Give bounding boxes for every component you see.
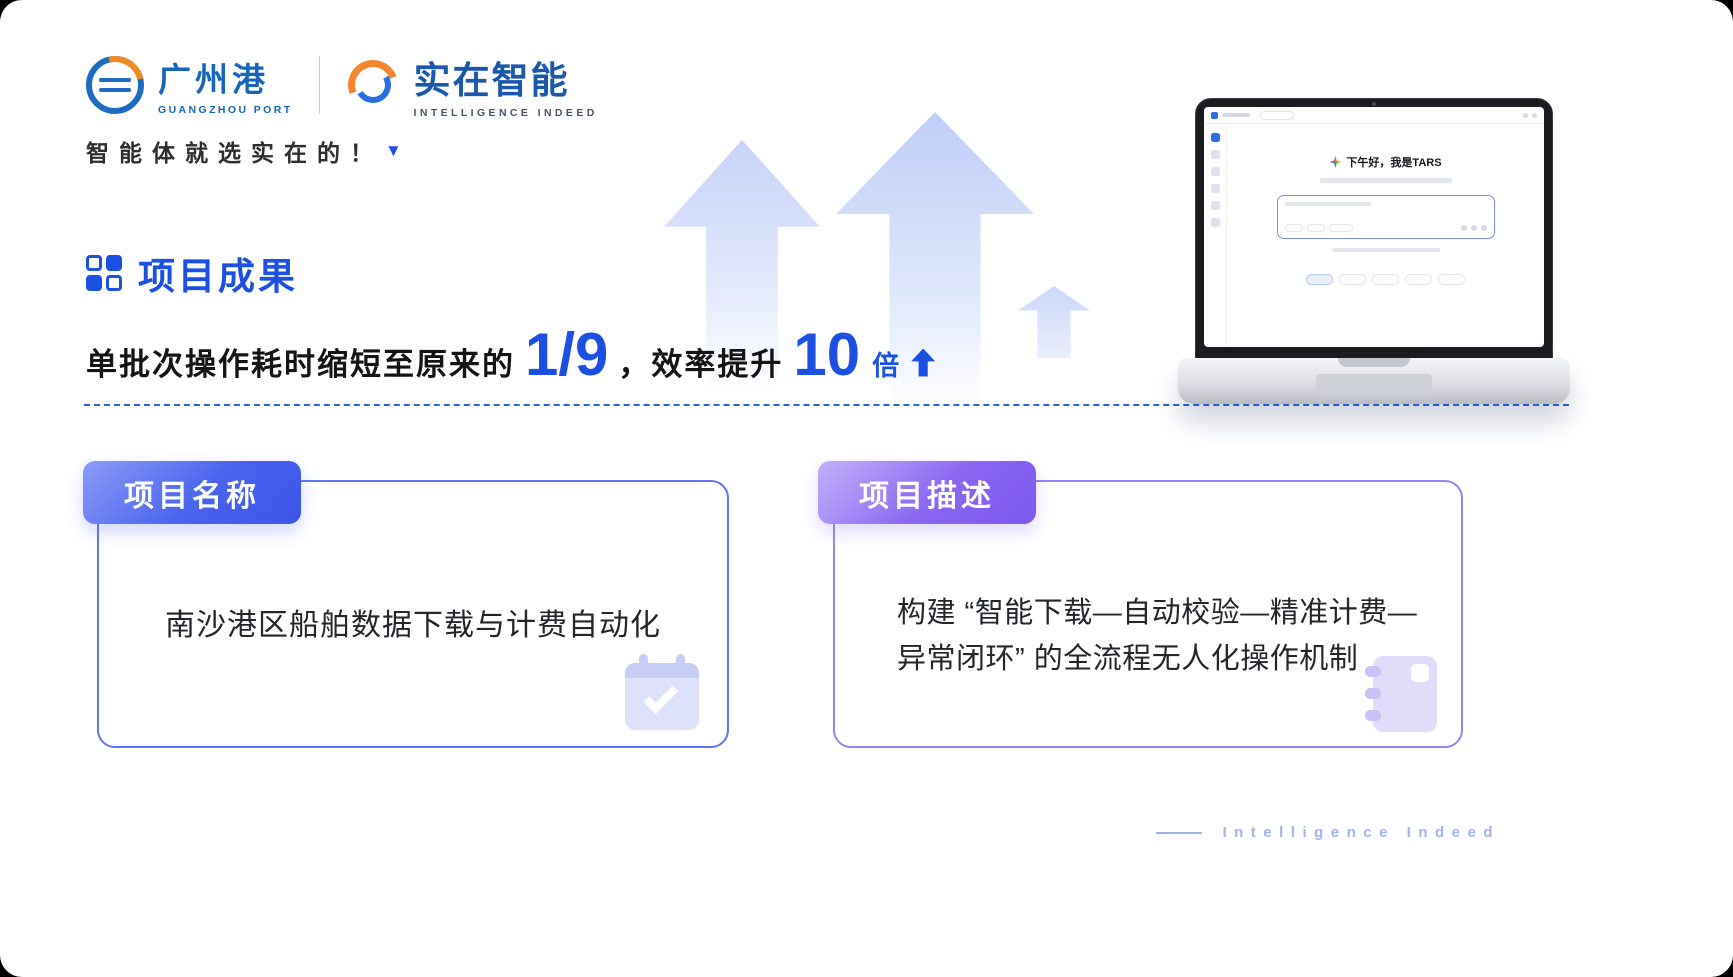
screen-topbar-actions: [1523, 112, 1537, 118]
screen-chip: [1372, 274, 1399, 285]
screen-main-area: 下午好，我是TARS: [1227, 124, 1544, 347]
project-name-card: 南沙港区船舶数据下载与计费自动化: [97, 480, 729, 748]
footer-brand: Intelligence Indeed: [1156, 824, 1500, 841]
headline-unit: 倍: [872, 351, 900, 381]
screen-greeting: 下午好，我是TARS: [1329, 154, 1442, 170]
screen-input-chip: [1284, 224, 1303, 232]
project-name-badge: 项目名称: [83, 461, 301, 524]
triangle-down-icon: ▼: [385, 141, 402, 160]
screen-input-icon: [1480, 225, 1487, 231]
screen-sidebar-icon: [1210, 184, 1220, 193]
screen-input-chip: [1306, 224, 1325, 232]
screen-suggestion-chips: [1306, 274, 1465, 285]
screen-topbar-pill: [1260, 110, 1294, 120]
section-title-text: 项目成果: [138, 256, 298, 297]
screen-sidebar-icon: [1210, 218, 1220, 227]
screen-sidebar-icon: [1210, 167, 1220, 176]
project-desc-text: 构建 “智能下载—自动校验—精准计费— 异常闭环” 的全流程无人化操作机制: [897, 590, 1417, 682]
screen-topbar: [1204, 107, 1544, 124]
screen-chat-input: [1276, 195, 1495, 239]
screen-input-toolbar: [1284, 224, 1487, 232]
logo-divider: [318, 55, 320, 114]
screen-sidebar-icon-active: [1210, 133, 1220, 142]
project-desc-line1: 构建 “智能下载—自动校验—精准计费—: [897, 597, 1418, 629]
guangzhou-port-logo: 广州港 GUANGZHOU PORT: [86, 53, 293, 116]
project-desc-line2: 异常闭环” 的全流程无人化操作机制: [897, 643, 1359, 675]
headline-multiplier: 10: [793, 321, 861, 388]
screen-input-icon: [1470, 225, 1477, 231]
screen-input-chip: [1328, 224, 1353, 232]
screen-sidebar-icon: [1210, 201, 1220, 210]
laptop-trackpad: [1316, 374, 1432, 394]
laptop-camera-dot: [1372, 102, 1376, 106]
footer-brand-text: Intelligence Indeed: [1222, 824, 1500, 841]
project-desc-badge: 项目描述: [818, 461, 1036, 524]
guangzhou-port-logo-icon: [86, 55, 144, 114]
header: 广州港 GUANGZHOU PORT 实在智能 INTELLIGENCE IND…: [86, 50, 598, 119]
screen-chip-active: [1306, 274, 1333, 285]
headline: 单批次操作耗时缩短至原来的 1/9 ，效率提升 10 倍: [86, 320, 936, 389]
intelligence-indeed-subtitle: INTELLIGENCE INDEED: [413, 107, 598, 119]
intelligence-indeed-logo-text: 实在智能 INTELLIGENCE INDEED: [414, 50, 598, 119]
intelligence-indeed-logo: 实在智能 INTELLIGENCE INDEED: [346, 50, 598, 119]
intelligence-indeed-logo-icon: [346, 58, 400, 112]
footer-line: [1156, 831, 1203, 834]
screen-subtitle-placeholder: [1319, 178, 1452, 183]
slogan: 智能体就选实在的！ ▼: [86, 134, 402, 168]
headline-middle: ，效率提升: [618, 347, 784, 382]
background-up-arrow-small: [1018, 286, 1090, 358]
laptop-mockup: 下午好，我是TARS: [1178, 98, 1570, 404]
grid-squares-icon: [86, 255, 122, 291]
screen-input-icon: [1460, 225, 1467, 231]
up-arrow-icon: [911, 348, 936, 377]
screen-input-placeholder: [1284, 202, 1371, 206]
headline-prefix: 单批次操作耗时缩短至原来的: [86, 347, 515, 382]
screen-sidebar: [1204, 124, 1227, 347]
laptop-screen-content: 下午好，我是TARS: [1204, 107, 1544, 347]
notebook-icon: [1365, 656, 1437, 732]
guangzhou-port-logo-text: 广州港 GUANGZHOU PORT: [158, 53, 293, 116]
guangzhou-port-subtitle: GUANGZHOU PORT: [158, 104, 293, 116]
screen-chip: [1339, 274, 1366, 285]
screen-chip: [1438, 274, 1465, 285]
slogan-text: 智能体就选实在的！: [86, 140, 383, 166]
screen-disclaimer-placeholder: [1331, 248, 1440, 252]
tars-star-icon: [1329, 156, 1342, 168]
project-desc-card: 构建 “智能下载—自动校验—精准计费— 异常闭环” 的全流程无人化操作机制: [833, 480, 1463, 748]
headline-fraction: 1/9: [525, 321, 609, 388]
dashed-divider: [84, 404, 1569, 406]
section-title: 项目成果: [86, 246, 298, 300]
guangzhou-port-title: 广州港: [158, 61, 269, 98]
screen-chip: [1405, 274, 1432, 285]
screen-app-logo-icon: [1211, 111, 1218, 119]
screen-app-name-placeholder: [1222, 113, 1250, 117]
project-name-text: 南沙港区船舶数据下载与计费自动化: [165, 609, 661, 642]
tars-greeting-text: 下午好，我是TARS: [1346, 157, 1442, 169]
intelligence-indeed-title: 实在智能: [413, 60, 570, 101]
laptop-base: [1178, 358, 1570, 404]
screen-sidebar-icon: [1210, 150, 1220, 159]
laptop-screen: 下午好，我是TARS: [1195, 98, 1553, 360]
calendar-check-icon: [625, 654, 699, 730]
laptop-base-notch: [1338, 358, 1410, 367]
